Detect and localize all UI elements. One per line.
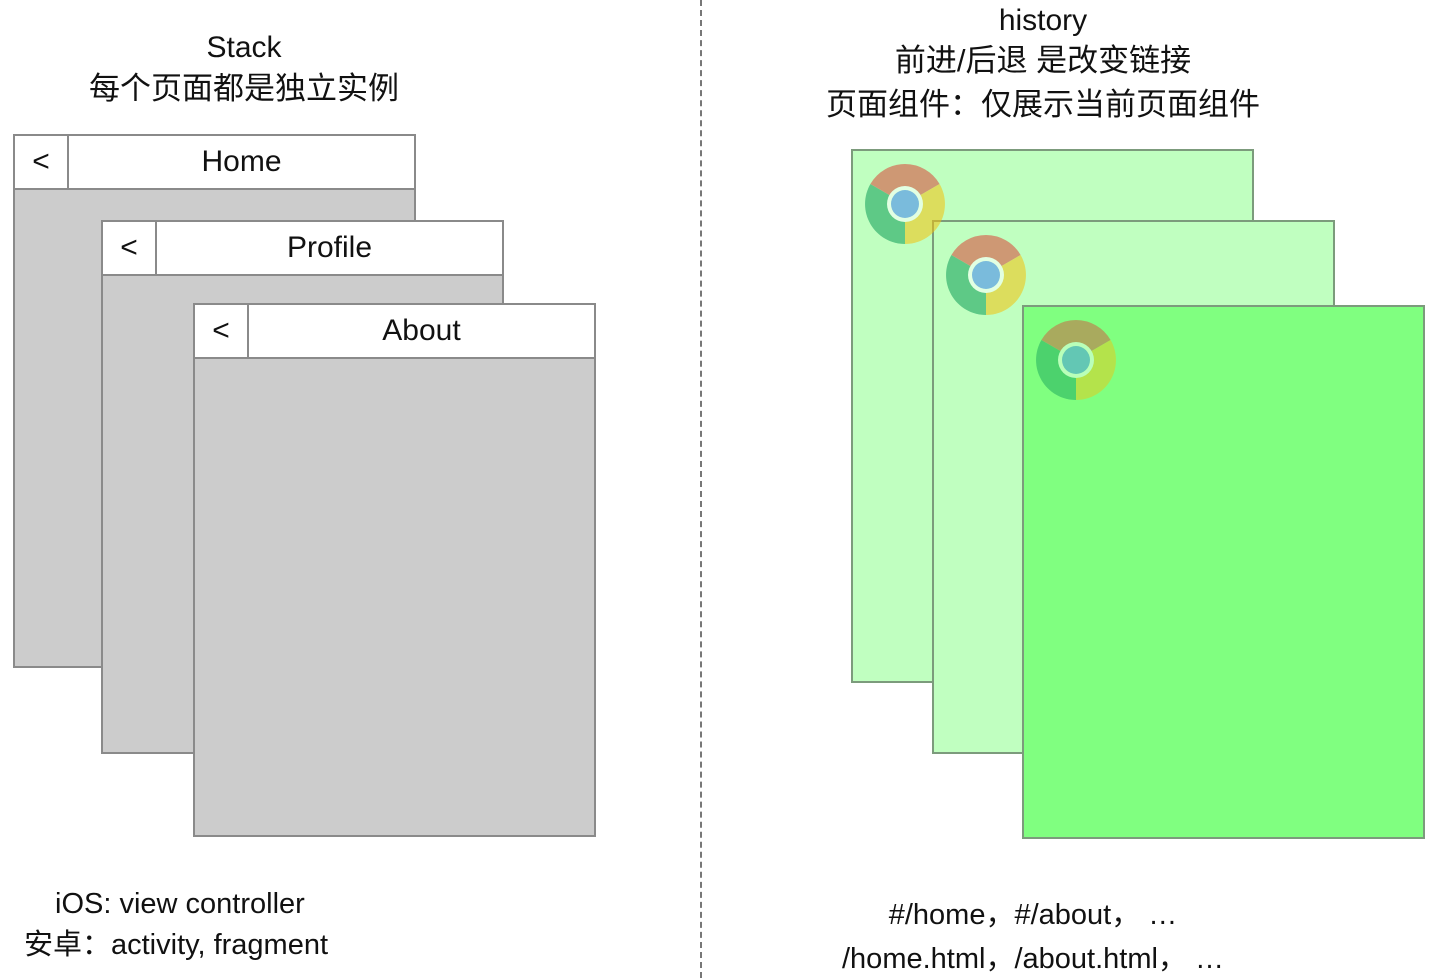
chrome-icon bbox=[946, 235, 1026, 315]
section-divider bbox=[700, 0, 702, 978]
navbar-about: < About bbox=[195, 305, 594, 359]
nav-title-profile: Profile bbox=[286, 231, 373, 264]
back-button-about[interactable]: < bbox=[195, 305, 249, 357]
history-hash-urls: #/home，#/about， … bbox=[888, 899, 1178, 931]
back-button-profile[interactable]: < bbox=[103, 222, 157, 274]
history-line2: 页面组件：仅展示当前页面组件 bbox=[826, 87, 1260, 122]
nav-title-about: About bbox=[382, 314, 461, 347]
navbar-home: < Home bbox=[15, 136, 414, 190]
history-path-urls: /home.html，/about.html， … bbox=[842, 943, 1224, 975]
stack-note-ios: iOS: view controller bbox=[55, 888, 305, 920]
stack-note-android: 安卓：activity, fragment bbox=[24, 929, 329, 961]
history-line1: 前进/后退 是改变链接 bbox=[894, 43, 1192, 78]
stack-subtitle: 每个页面都是独立实例 bbox=[89, 71, 399, 106]
history-page-3 bbox=[1022, 305, 1425, 839]
stack-screen-about: < About bbox=[193, 303, 596, 837]
history-title: history bbox=[998, 4, 1088, 37]
stack-title: Stack bbox=[206, 31, 282, 64]
back-button-home[interactable]: < bbox=[15, 136, 69, 188]
nav-title-home: Home bbox=[201, 145, 282, 178]
chrome-icon bbox=[865, 164, 945, 244]
navbar-profile: < Profile bbox=[103, 222, 502, 276]
chrome-icon bbox=[1036, 320, 1116, 400]
